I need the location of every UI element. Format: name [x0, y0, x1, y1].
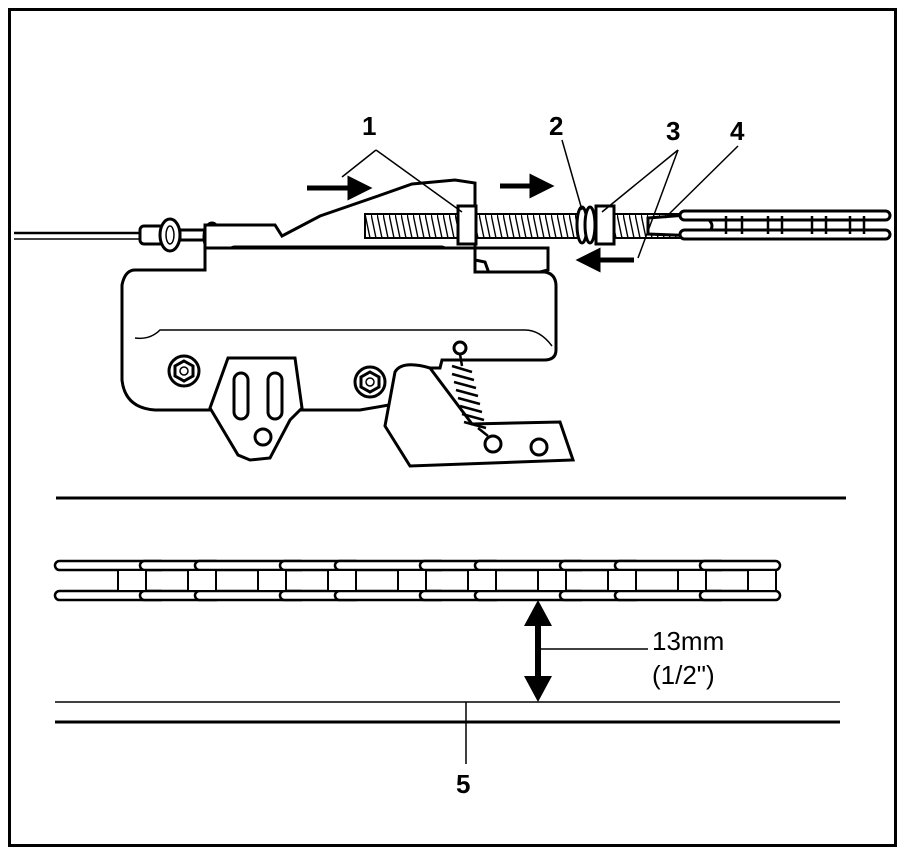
chain-roller — [467, 569, 497, 592]
hex-bolt — [353, 365, 387, 399]
measurement-metric: 13mm — [652, 626, 724, 656]
callout-5: 5 — [456, 769, 470, 799]
chain-roller — [257, 569, 287, 592]
bracket-nut — [456, 204, 478, 246]
chain-roller — [607, 569, 637, 592]
adjusting-nut — [594, 204, 616, 246]
chain-roller — [537, 569, 567, 592]
threaded-rod — [364, 213, 686, 239]
chain — [53, 559, 782, 602]
release-lever — [383, 363, 576, 468]
chain-roller — [747, 569, 777, 592]
chain-sag-detail — [53, 559, 840, 764]
callout-4: 4 — [730, 116, 745, 146]
chain-roller — [117, 569, 147, 592]
chain-roller — [677, 569, 707, 592]
upper-chain — [678, 209, 892, 241]
lower-tab — [208, 356, 304, 462]
chain-roller — [397, 569, 427, 592]
diagram-frame — [8, 8, 897, 847]
callout-3: 3 — [666, 116, 680, 146]
callout-1: 1 — [362, 111, 376, 141]
spring — [451, 340, 489, 437]
callout-2: 2 — [549, 111, 563, 141]
hex-bolt — [167, 354, 201, 388]
measurement-imperial: (1/2") — [652, 660, 715, 690]
trolley-assembly — [14, 139, 892, 468]
chain-roller — [187, 569, 217, 592]
chain-roller — [327, 569, 357, 592]
